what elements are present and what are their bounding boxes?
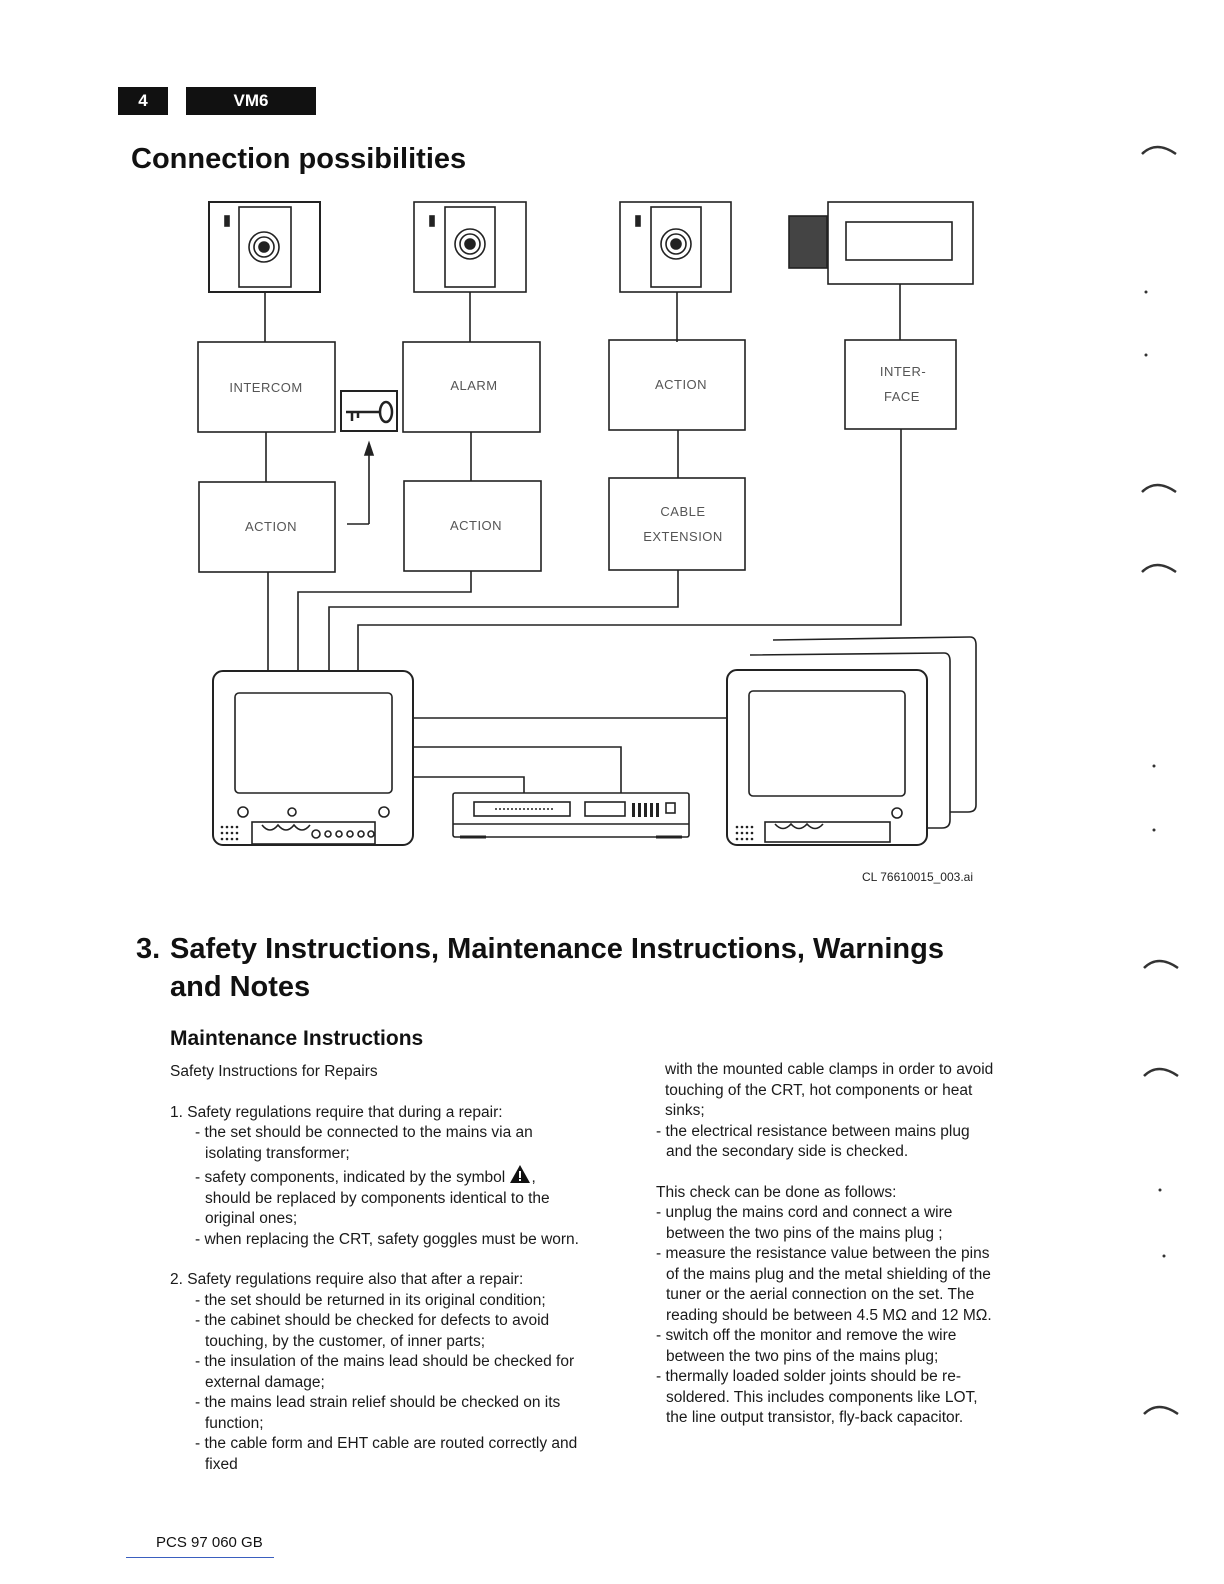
- edge-mark-1: [1141, 145, 1177, 156]
- item2-bullet-1: - the set should be returned in its orig…: [195, 1291, 546, 1309]
- check-bullet-3: - switch off the monitor and remove the …: [656, 1327, 957, 1365]
- camera-2: [413, 201, 527, 293]
- label-action-mid: ACTION: [450, 518, 502, 533]
- doc-code: PCS 97 060 GB: [156, 1534, 263, 1551]
- item1-bullet-3: - when replacing the CRT, safety goggles…: [195, 1230, 579, 1248]
- diagram-caption: CL 76610015_003.ai: [862, 870, 973, 884]
- item2-text: 2. Safety regulations require also that …: [170, 1271, 524, 1288]
- label-cable-1: CABLE: [660, 504, 705, 519]
- label-intercom: INTERCOM: [229, 380, 302, 395]
- item2-bullet-5: - the cable form and EHT cable are route…: [195, 1435, 578, 1473]
- footer-rule: [126, 1557, 274, 1558]
- item1-text: 1. Safety regulations require that durin…: [170, 1103, 503, 1121]
- main-monitor: [212, 670, 414, 846]
- safety-title-line2: and Notes: [170, 971, 311, 1003]
- label-action-left: ACTION: [245, 519, 297, 534]
- section-number: 3.: [136, 933, 161, 965]
- camera-3: [619, 201, 732, 293]
- check-bullet-1: - unplug the mains cord and connect a wi…: [656, 1204, 953, 1242]
- connection-title: Connection possibilities: [131, 143, 467, 175]
- safety-section-title: 3. Safety Instructions, Maintenance Instr…: [136, 930, 944, 1006]
- page-number-box: 4: [118, 87, 168, 115]
- edge-mark-6: [1143, 1405, 1179, 1416]
- edge-mark-2: [1141, 483, 1177, 494]
- camera-4-box-type: [788, 201, 974, 285]
- item2-bullet-4: - the mains lead strain relief should be…: [195, 1394, 561, 1432]
- key-icon: [340, 390, 398, 432]
- maintenance-subtitle: Maintenance Instructions: [170, 1027, 424, 1050]
- item1-bullet-2: - safety components, indicated by the sy…: [187, 1164, 590, 1189]
- vcr: [452, 792, 690, 839]
- item1-bullet-1: - the set should be connected to the mai…: [195, 1124, 533, 1162]
- model-box: VM6: [186, 87, 316, 115]
- item2-bullet-2: - the cabinet should be checked for defe…: [195, 1312, 550, 1350]
- check-intro: This check can be done as follows:: [656, 1183, 897, 1201]
- edge-mark-4: [1143, 959, 1179, 970]
- camera-1: [208, 201, 321, 293]
- binding-edge-marks: [1141, 145, 1179, 1416]
- edge-mark-3: [1141, 563, 1177, 574]
- left-column: Safety Instructions for Repairs 1. Safet…: [170, 1062, 590, 1475]
- item1-bullet-2-cont: should be replaced by components identic…: [205, 1189, 550, 1228]
- model-label: VM6: [233, 91, 269, 110]
- monitor-stack: [726, 636, 977, 846]
- warning-triangle-icon: [510, 1165, 531, 1183]
- check-bullet-2: - measure the resistance value between t…: [656, 1245, 992, 1324]
- resistance-bullet: - the electrical resistance between main…: [656, 1122, 970, 1161]
- label-interface-1: INTER-: [880, 364, 926, 379]
- repairs-intro: Safety Instructions for Repairs: [170, 1063, 378, 1080]
- label-cable-2: EXTENSION: [643, 529, 723, 544]
- page-number: 4: [138, 91, 148, 110]
- item1-bullet-2-text: - safety components, indicated by the sy…: [195, 1169, 506, 1186]
- connection-diagram: INTERCOM ALARM ACTION INTER- FACE ACTION…: [197, 201, 977, 846]
- label-alarm: ALARM: [450, 378, 497, 393]
- check-bullet-4: - thermally loaded solder joints should …: [656, 1368, 978, 1426]
- right-column: with the mounted cable clamps in order t…: [656, 1060, 996, 1429]
- label-interface-2: FACE: [884, 389, 920, 404]
- safety-title-line1: Safety Instructions, Maintenance Instruc…: [170, 933, 944, 965]
- label-action-top: ACTION: [655, 377, 707, 392]
- continued-text: with the mounted cable clamps in order t…: [665, 1061, 994, 1119]
- item2-bullet-3: - the insulation of the mains lead shoul…: [195, 1353, 575, 1391]
- edge-mark-5: [1143, 1067, 1179, 1078]
